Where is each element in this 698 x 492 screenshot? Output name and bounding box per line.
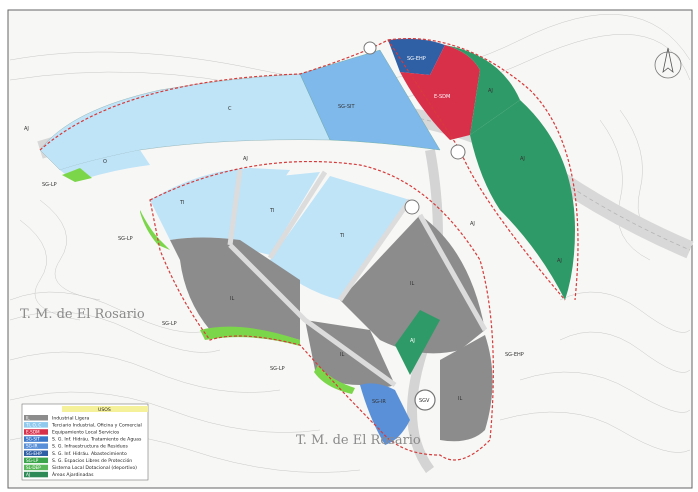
legend-code: SL-DEP	[26, 465, 41, 470]
roundabout-north[interactable]	[450, 144, 466, 160]
legend-row: E-SDM Equipamiento Local Servicios	[24, 429, 120, 436]
municipality-label-south: T. M. de El Rosario	[296, 433, 421, 448]
label-o: O	[103, 159, 107, 165]
legend-swatch	[24, 429, 48, 435]
zone-sg-lp-west[interactable]	[62, 168, 92, 182]
legend-row: TI, O, C Terciario Industrial, Oficina y …	[24, 422, 142, 428]
label-ti-east: TI	[339, 233, 345, 239]
zone-il-west[interactable]	[170, 237, 300, 341]
roundabout-south[interactable]	[414, 389, 436, 411]
zone-ti-east[interactable]	[270, 176, 410, 300]
label-sg-sit: SG-SIT	[338, 104, 356, 110]
legend-row: AJ Áreas Ajardinadas	[24, 471, 94, 478]
roundabout-top[interactable]	[363, 41, 377, 55]
legend-text: S. G. Inf. Hidráu. Tratamiento de Aguas	[52, 436, 142, 443]
legend-swatch	[24, 443, 48, 449]
boundary-north	[39, 39, 566, 301]
label-sg-ir: SG-IR	[372, 399, 386, 405]
legend-code: SG-EHP	[26, 451, 42, 456]
legend-code: AJ	[26, 472, 30, 477]
municipality-label-west: T. M. de El Rosario	[20, 307, 145, 322]
label-ti-west: TI	[179, 200, 185, 206]
label-il-centre: IL	[410, 281, 414, 287]
legend-row: SL-DEP Sistema Local Dotacional (deportiv…	[24, 464, 137, 471]
legend-swatch	[24, 450, 48, 456]
roundabout-centre[interactable]	[404, 199, 420, 215]
legend-row: SG-SIT S. G. Inf. Hidráu. Tratamiento de …	[24, 436, 142, 443]
boundary-ne	[387, 37, 579, 301]
legend-code: E-SDM	[26, 430, 40, 435]
legend-title: USOS	[98, 407, 111, 413]
legend-swatch	[24, 422, 48, 428]
label-sg-lp-3: SG-LP	[162, 321, 177, 327]
label-sg-lp-2: SG-LP	[118, 236, 133, 242]
zone-aj-north[interactable]	[445, 45, 520, 135]
label-ti-centre: TI	[269, 208, 275, 214]
label-sg-ehp-east: SG-EHP	[505, 352, 524, 358]
legend-code: SG-SIT	[26, 437, 40, 442]
legend-text: Sistema Local Dotacional (deportivo)	[52, 465, 137, 471]
internal-roads	[227, 169, 488, 388]
label-il-south: IL	[340, 352, 344, 358]
green-strip-c	[314, 365, 355, 394]
legend-text: Áreas Ajardinadas	[52, 471, 94, 478]
label-aj-west: AJ	[24, 126, 29, 132]
legend-swatch	[24, 457, 48, 464]
label-sg-lp-1: SG-LP	[42, 182, 57, 188]
label-il-west: IL	[230, 296, 234, 302]
legend-text: Industrial Ligera	[52, 415, 89, 421]
legend-row: IL Industrial Ligera	[24, 415, 89, 421]
zone-ti-centre[interactable]	[230, 172, 320, 255]
label-il-southeast: IL	[458, 396, 462, 402]
legend-text: S. G. Espacios Libres de Protección	[52, 457, 132, 464]
zone-e-sdm[interactable]	[400, 45, 480, 140]
label-e-sdm: E-SDM	[434, 94, 450, 100]
legend-code: SG-IR	[26, 444, 38, 449]
legend-swatch	[24, 464, 48, 471]
zone-sg-ir[interactable]	[360, 383, 410, 445]
boundary-south	[149, 161, 494, 461]
legend-swatch	[24, 436, 48, 442]
label-aj-east: AJ	[520, 156, 525, 162]
label-aj-top: AJ	[243, 156, 248, 162]
legend-text: Equipamiento Local Servicios	[52, 430, 120, 436]
legend-text: Terciario Industrial, Oficina y Comercia…	[51, 422, 142, 428]
label-aj-south: AJ	[410, 338, 415, 344]
legend-code: TI, O, C	[25, 422, 41, 427]
legend-swatch	[24, 471, 48, 478]
zone-sg-sit[interactable]	[299, 49, 441, 151]
label-c: C	[228, 106, 232, 112]
legend-code: IL	[26, 415, 30, 420]
legend-code: SG-LP	[26, 458, 39, 463]
zone-aj-south[interactable]	[395, 310, 440, 375]
zone-il-southeast[interactable]	[440, 335, 493, 442]
zone-il-centre[interactable]	[340, 215, 485, 354]
legend-swatch	[24, 415, 48, 421]
legend-text: S. G. Infraestructura de Residuos	[52, 444, 128, 450]
legend-row: SG-LP S. G. Espacios Libres de Protección	[24, 457, 132, 464]
label-sg-ehp: SG-EHP	[407, 56, 426, 62]
label-aj-north: AJ	[488, 88, 493, 94]
zone-sg-ehp[interactable]	[388, 38, 445, 75]
label-sg-lp-4: SG-LP	[270, 366, 285, 372]
legend-text: S. G. Inf. Hidráu. Abastecimiento	[52, 450, 127, 457]
north-arrow-icon	[654, 47, 682, 79]
label-aj-corridor: AJ	[470, 221, 475, 227]
label-aj-far-east: AJ	[557, 258, 562, 264]
legend-title-bar	[62, 406, 148, 412]
zone-aj-east[interactable]	[470, 100, 575, 300]
label-sgv: SGV	[419, 398, 430, 404]
legend-row: SG-IR S. G. Infraestructura de Residuos	[24, 443, 128, 450]
legend-row: SG-EHP S. G. Inf. Hidráu. Abastecimiento	[24, 450, 127, 457]
